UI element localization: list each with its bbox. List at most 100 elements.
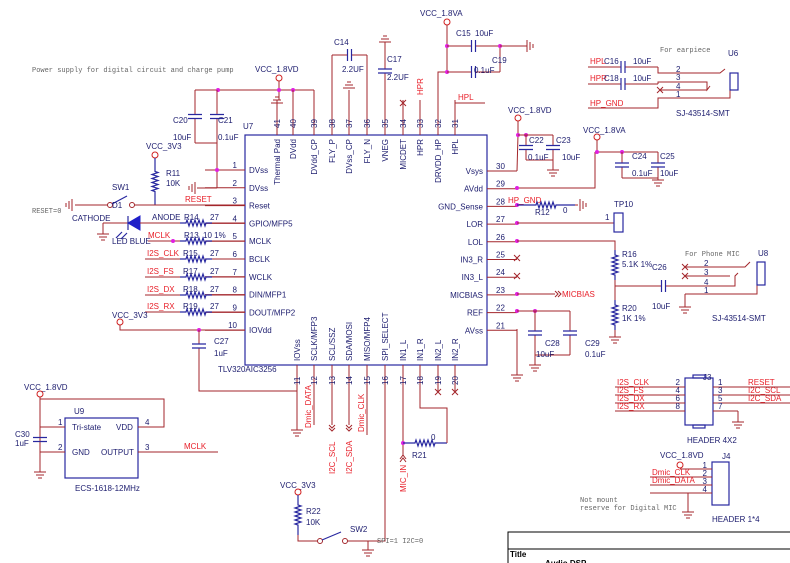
components-r19-ref-label: R19 bbox=[183, 302, 198, 311]
components-r13-value-label: 10 1% bbox=[203, 231, 226, 240]
no-connect-icon bbox=[513, 272, 521, 280]
components-d1-value-label: LED BLUE bbox=[112, 237, 151, 246]
wire bbox=[685, 261, 751, 268]
nets-hpl-label: HPL bbox=[590, 57, 606, 66]
pin-number: 13 bbox=[328, 376, 337, 385]
capacitor-icon bbox=[519, 144, 533, 151]
components-c17-ref-label: C17 bbox=[387, 55, 402, 64]
header-j4-body bbox=[711, 461, 730, 506]
components-u9-pins-2-1-label: GND bbox=[72, 448, 90, 457]
pin-name: DVss_CP bbox=[345, 139, 354, 174]
wire bbox=[347, 392, 386, 542]
pin-number: 1 bbox=[703, 461, 708, 470]
pin-name: DVdd_CP bbox=[310, 139, 319, 175]
power-port-icon bbox=[151, 151, 159, 159]
nets-dmic_clk-label: Dmic_CLK bbox=[357, 393, 366, 432]
components-c21-value-label: 0.1uF bbox=[218, 133, 239, 142]
pin-number: 41 bbox=[273, 119, 282, 128]
ground-icon bbox=[547, 168, 559, 177]
components-j3-part-label: HEADER 4X2 bbox=[687, 436, 737, 445]
nets-hpl-label: HPL bbox=[458, 93, 474, 102]
components-c25-value-label: 10uF bbox=[660, 169, 678, 178]
components-c26-ref-label: C26 bbox=[652, 263, 667, 272]
components-u9-pins-0-0-label: 1 bbox=[58, 418, 63, 427]
pin-name: IOVdd bbox=[249, 326, 272, 335]
wire bbox=[672, 272, 739, 287]
pin-name: FLY_P bbox=[328, 139, 337, 163]
wire bbox=[419, 392, 448, 443]
resistor-icon bbox=[180, 307, 212, 317]
components-c23-ref-label: C23 bbox=[556, 136, 571, 145]
pin-name: DVdd bbox=[289, 139, 298, 159]
resistor-icon bbox=[610, 300, 620, 330]
nets-i2c_sda-label: I2C_SDA bbox=[748, 394, 782, 403]
pin-number: 6 bbox=[233, 250, 238, 259]
ground-icon bbox=[362, 548, 374, 557]
notes-phone_mic-label: For Phone MIC bbox=[685, 251, 740, 259]
components-r15-value-label: 27 bbox=[210, 249, 219, 258]
test-point-tp10 bbox=[613, 212, 624, 233]
components-u9-pins-1-0-label: 4 bbox=[145, 418, 150, 427]
components-r11-value-label: 10K bbox=[166, 179, 181, 188]
pin-number: 33 bbox=[416, 119, 425, 128]
components-c29-ref-label: C29 bbox=[585, 339, 600, 348]
nets-hp_gnd-label: HP_GND bbox=[590, 99, 624, 108]
capacitor-icon bbox=[620, 78, 626, 90]
pin-number: 4 bbox=[233, 214, 238, 223]
components-c19-ref-label: C19 bbox=[492, 56, 507, 65]
capacitor-icon bbox=[528, 330, 542, 336]
capacitor-icon bbox=[33, 436, 47, 443]
no-connect-icon bbox=[656, 86, 664, 94]
pin-number: 1 bbox=[718, 378, 723, 387]
pin-name: DIN/MFP1 bbox=[249, 291, 287, 300]
components-j3-ref-label: J3 bbox=[703, 373, 712, 382]
pin-number: 28 bbox=[496, 197, 505, 206]
ground-icon bbox=[529, 363, 541, 372]
pin-name: DVss bbox=[249, 166, 268, 175]
components-c18-ref-label: C18 bbox=[604, 74, 619, 83]
components-r19-value-label: 27 bbox=[210, 302, 219, 311]
wire bbox=[588, 90, 731, 109]
wire bbox=[40, 398, 165, 428]
nets-i2s_dx-label: I2S_DX bbox=[147, 285, 175, 294]
components-c27-ref-label: C27 bbox=[214, 337, 229, 346]
pin-name: SCLK/MFP3 bbox=[310, 316, 319, 361]
pin-name: AVss bbox=[465, 326, 483, 335]
ground-icon bbox=[679, 305, 691, 314]
capacitor-icon bbox=[620, 61, 626, 73]
components-c20-value-label: 10uF bbox=[173, 133, 191, 142]
pin-number: 40 bbox=[289, 119, 298, 128]
nets-i2c_scl-label: I2C_SCL bbox=[328, 441, 337, 474]
nets-hpr-label: HPR bbox=[416, 78, 425, 95]
pin-name: GND_Sense bbox=[438, 202, 483, 211]
wire bbox=[517, 240, 616, 250]
resistor-icon bbox=[180, 254, 212, 264]
pin-name: BCLK bbox=[249, 255, 271, 264]
pin-number: 23 bbox=[496, 286, 505, 295]
components-u6-ref-label: U6 bbox=[728, 49, 739, 58]
pin-name: IN3_R bbox=[460, 256, 483, 265]
capacitor-icon bbox=[563, 330, 577, 336]
components-c24-ref-label: C24 bbox=[632, 152, 647, 161]
pin-number: 6 bbox=[676, 394, 681, 403]
components-u9-ref-label: U9 bbox=[74, 407, 85, 416]
pin-number: 25 bbox=[496, 251, 505, 260]
pin-name: SPI_SELECT bbox=[381, 312, 390, 361]
pin-name: SCL/SSZ bbox=[328, 328, 337, 361]
pin-name: SDA/MOSI bbox=[345, 322, 354, 361]
nets-mic_in-label: MIC_IN bbox=[399, 465, 408, 492]
components-c30-ref-label: C30 bbox=[15, 430, 30, 439]
no-connect-icon bbox=[451, 388, 459, 396]
pin-name: FLY_N bbox=[363, 139, 372, 164]
components-c25-ref-label: C25 bbox=[660, 152, 675, 161]
nets-i2s_rx-label: I2S_RX bbox=[147, 302, 175, 311]
resistor-icon bbox=[610, 250, 620, 280]
components-c17-value-label: 2.2UF bbox=[387, 73, 409, 82]
capacitor-icon bbox=[615, 162, 629, 168]
pin-number: 17 bbox=[399, 376, 408, 385]
power-port-icon bbox=[514, 114, 522, 122]
components-r15-ref-label: R15 bbox=[183, 249, 198, 258]
title_block-value-label: Audio DSP bbox=[545, 559, 587, 563]
power-vcc_3v3-label: VCC_3V3 bbox=[112, 311, 148, 320]
wire bbox=[657, 67, 726, 74]
